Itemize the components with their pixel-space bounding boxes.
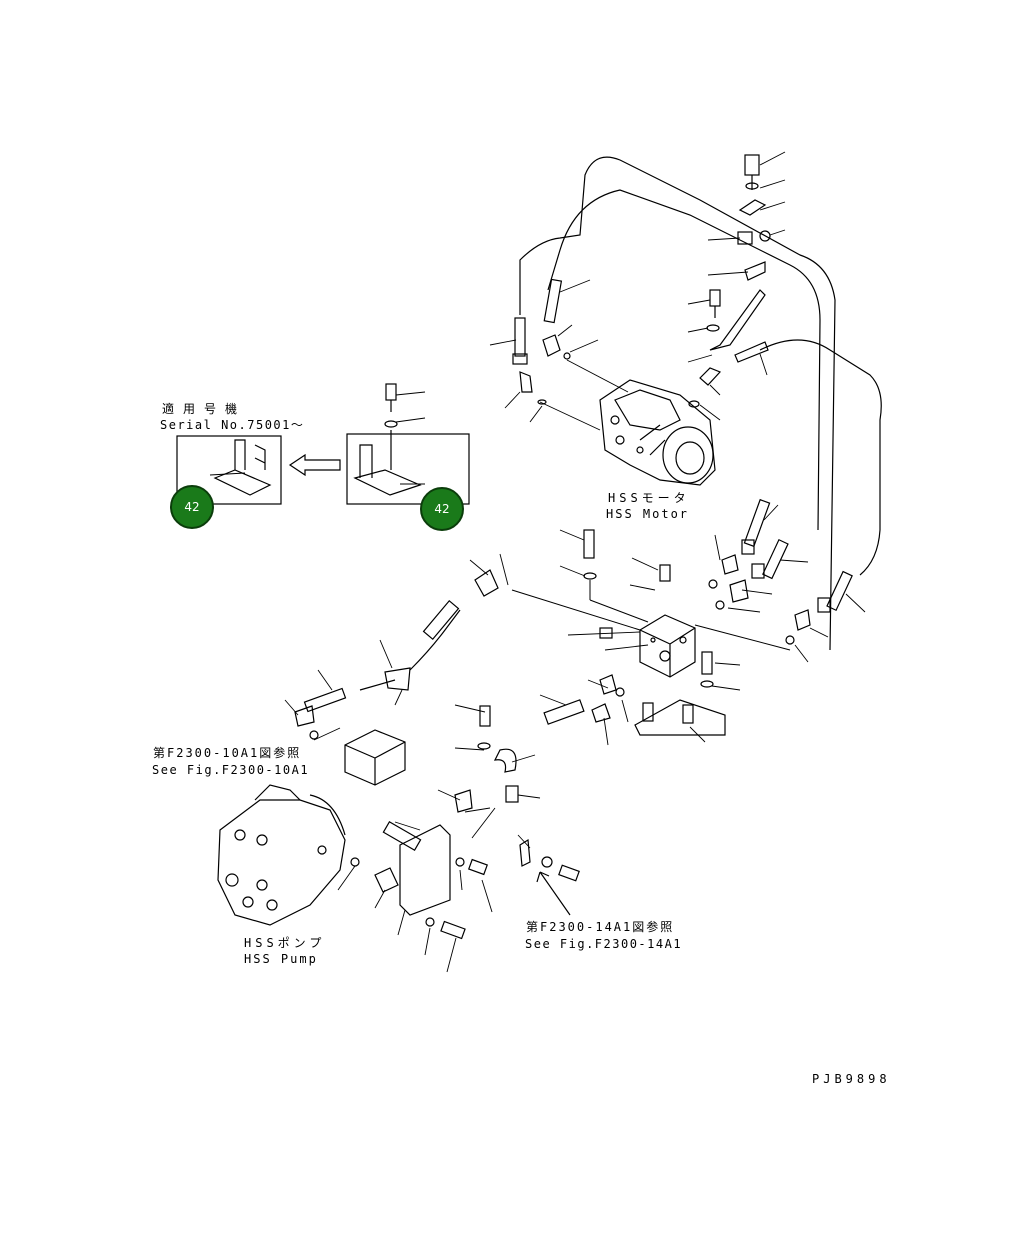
right-hoses [708, 498, 853, 645]
washer-center-a [583, 572, 597, 580]
washer-plate [700, 680, 714, 688]
label-hss-motor-jp: HSSモータ [608, 491, 690, 505]
hss-motor [599, 379, 716, 486]
standoff-b [682, 704, 694, 724]
manifold-10a1 [344, 729, 406, 786]
elbow-lower [493, 748, 517, 773]
bracket-right [353, 383, 422, 496]
hose-upper-loop-2 [547, 189, 821, 531]
serial-inset-box-right [346, 433, 470, 505]
leader-lines [209, 151, 866, 973]
label-ref-10a1: See Fig.F2300-10A1 [152, 763, 310, 777]
fitting-lower-b [591, 703, 611, 723]
motor-fittings [688, 154, 771, 408]
bracket-left [213, 439, 272, 496]
spacer-lower [505, 785, 519, 803]
washer-lower-a [477, 742, 491, 750]
label-ref-14a1: See Fig.F2300-14A1 [525, 937, 683, 951]
label-hss-motor: HSS Motor [606, 507, 690, 521]
direction-arrow [288, 453, 341, 477]
hose-lower [543, 699, 585, 725]
hose-left [294, 569, 499, 740]
hose-upper-loop [519, 156, 836, 651]
bolt-center-b [659, 564, 671, 582]
hose-right-loop [759, 339, 882, 576]
serial-inset-box-left [176, 435, 282, 505]
standoff-a [642, 702, 654, 722]
pointer-14a1 [536, 871, 571, 916]
fitting-valve-left [599, 674, 617, 695]
drawing-number: PJB9898 [812, 1072, 891, 1086]
callout-badge-right[interactable]: 42 [420, 487, 464, 531]
bolt-plate [701, 651, 713, 675]
bolt-center-a [583, 529, 595, 559]
hss-pump [217, 784, 360, 926]
label-hss-pump: HSS Pump [244, 952, 318, 966]
valve-block [639, 614, 696, 678]
mounting-plate [634, 699, 726, 736]
oring-valve-left [615, 687, 625, 697]
motor-hose-left-fittings [512, 278, 571, 405]
label-ref-10a1-jp: 第F2300-10A1図参照 [153, 746, 302, 760]
lower-bracket [374, 789, 580, 940]
label-applicable-jp: 適用号機 [162, 402, 247, 416]
label-hss-pump-jp: HSSポンプ [244, 936, 326, 950]
callout-badge-left[interactable]: 42 [170, 485, 214, 529]
label-ref-14a1-jp: 第F2300-14A1図参照 [526, 920, 675, 934]
label-serial: Serial No.75001～ [160, 418, 305, 432]
bolt-lower-a [479, 705, 491, 727]
